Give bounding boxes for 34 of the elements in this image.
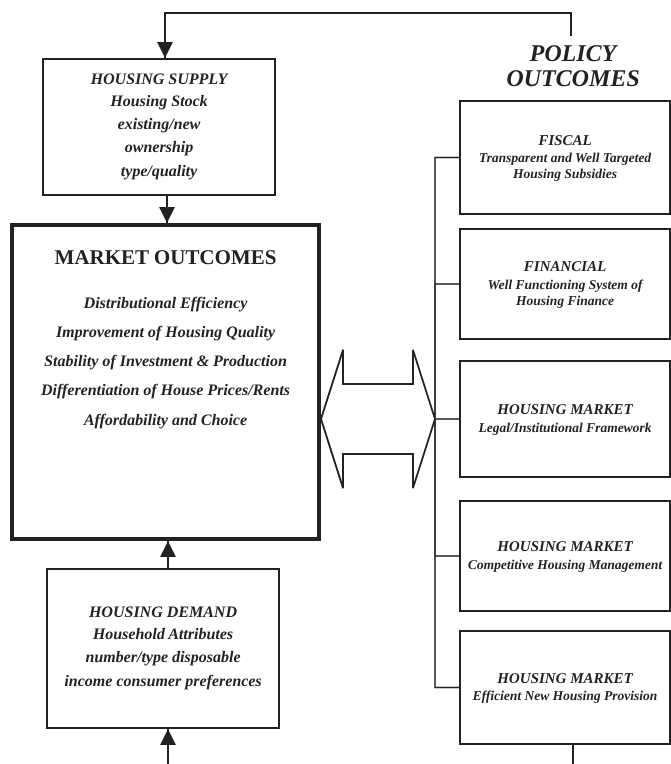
box-body-text: Stability of Investment & Production	[43, 352, 288, 372]
outcome-box	[459, 228, 671, 340]
box-heading: HOUSING MARKET	[496, 402, 634, 420]
outcome-box	[459, 360, 671, 478]
box-heading: HOUSING MARKET	[496, 539, 634, 557]
box-body-text: Differentiation of House Prices/Rents	[40, 381, 292, 402]
box-body-text: Distributional Efficiency	[82, 294, 248, 314]
arrow	[160, 541, 176, 568]
connector-line	[572, 745, 574, 764]
box-heading: FINANCIAL	[522, 259, 608, 277]
box-heading: HOUSING SUPPLY	[90, 71, 228, 90]
market-outcomes-box	[10, 223, 321, 541]
arrow	[157, 12, 572, 58]
outcome-box	[459, 500, 671, 612]
outcome-box	[42, 58, 276, 196]
box-body-text: Transparent and Well Targeted Housing Subsidies	[478, 150, 652, 182]
box-body-text: Affordability and Choice	[82, 410, 248, 431]
box-body-text: Legal/Institutional Framework	[478, 420, 652, 436]
box-heading: MARKET OUTCOMES	[54, 245, 276, 270]
box-heading: HOUSING DEMAND	[88, 604, 238, 624]
box-heading: HOUSING MARKET	[496, 670, 634, 688]
outcome-box	[459, 100, 671, 215]
heading-text: POLICY OUTCOMES	[505, 42, 641, 92]
box-body-text: Well Functioning System of Housing Finance	[486, 276, 644, 309]
box-body-text: Efficient New Housing Provision	[472, 688, 658, 704]
box-heading: FISCAL	[537, 132, 593, 150]
box-body-text: Competitive Housing Management	[466, 556, 664, 573]
arrow	[160, 729, 176, 764]
box-body-text: Housing Stock existing/new ownership type/quality	[109, 92, 209, 182]
box-body-text: Household Attributes number/type disposable income consumer preferences	[63, 625, 263, 692]
arrow	[159, 196, 175, 223]
box-body-text: Improvement of Housing Quality	[54, 322, 276, 343]
outcome-box	[46, 568, 280, 729]
outcome-box	[459, 630, 671, 745]
